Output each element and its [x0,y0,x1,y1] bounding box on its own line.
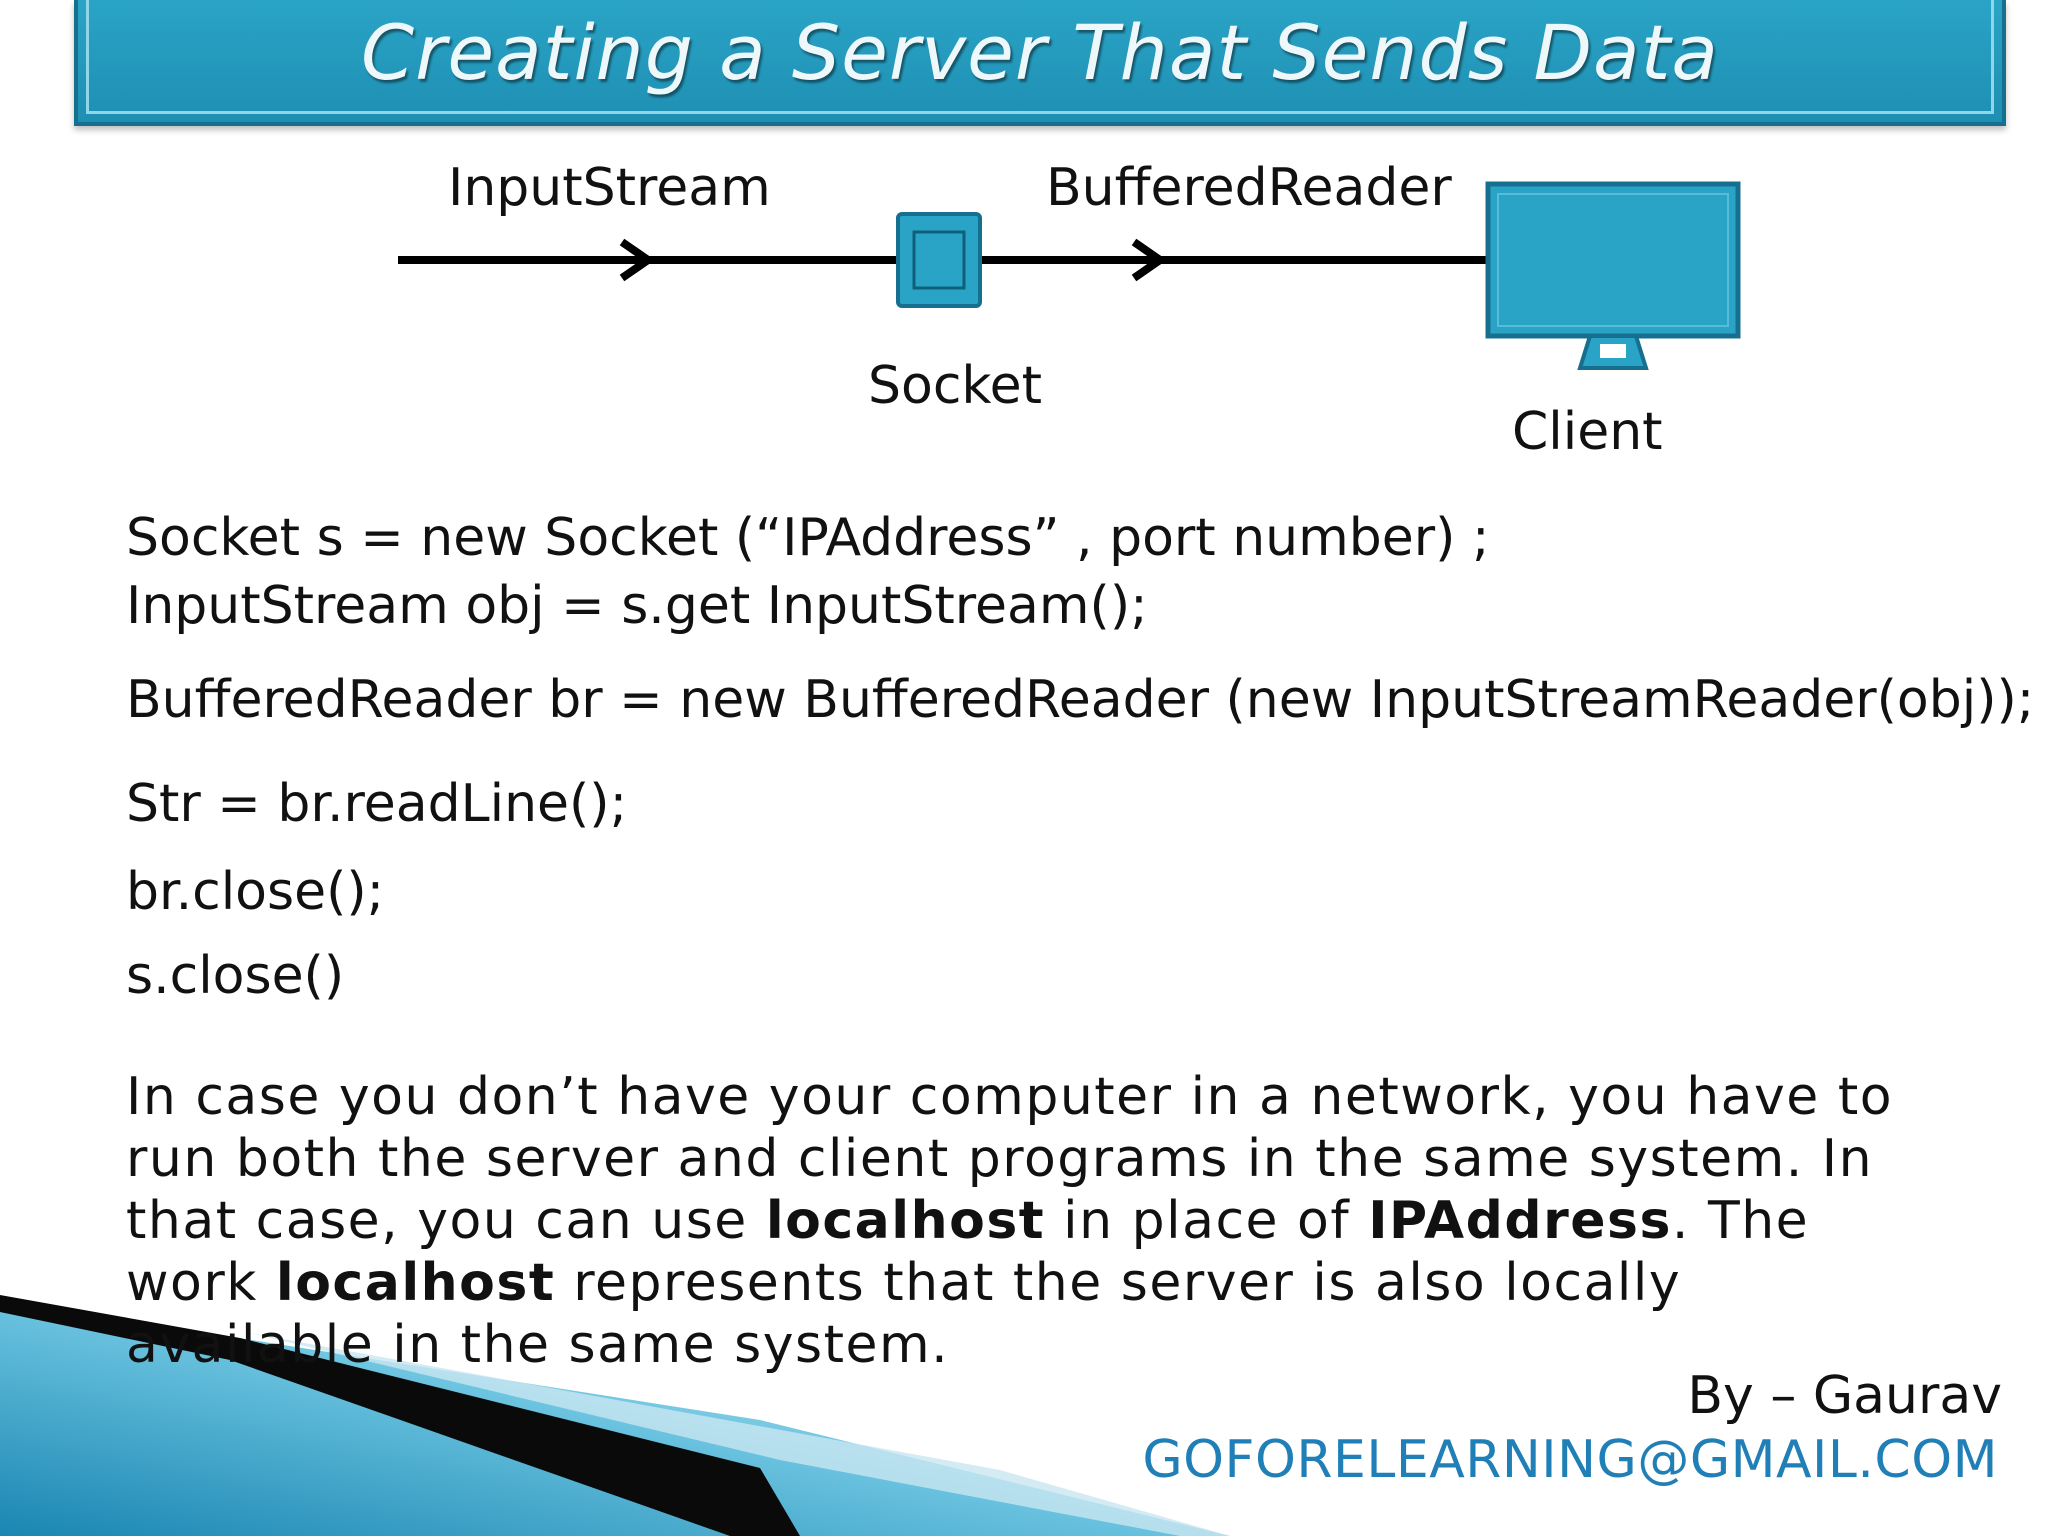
code-line-socket: Socket s = new Socket (“IPAddress” , por… [126,508,1490,568]
input-stream-arrowhead [619,238,656,282]
client-monitor-icon [1485,181,1741,370]
input-stream-label: InputStream [448,158,771,218]
author-credit: By – Gaurav [1687,1366,2002,1426]
decor-light-stripe [250,1333,1230,1536]
title-banner-inner-border [86,0,1994,114]
client-label: Client [1512,402,1663,462]
buffered-reader-label: BufferedReader [1046,158,1452,218]
explanation-paragraph: In case you don’t have your computer in … [126,1066,1926,1376]
buffered-reader-arrowhead [1131,238,1168,282]
contact-email: GOFORELEARNING@GMAIL.COM [1142,1430,1998,1490]
stream-diagram [398,181,1741,370]
paragraph-text: in place of [1045,1191,1369,1251]
code-line-readline: Str = br.readLine(); [126,774,628,834]
code-line-br-close: br.close(); [126,862,385,922]
title-banner: Creating a Server That Sends Data [74,0,2006,126]
paragraph-bold-localhost: localhost [275,1253,556,1313]
decor-dark-stripe [0,1295,800,1536]
code-line-bufferedreader: BufferedReader br = new BufferedReader (… [126,670,2035,730]
paragraph-bold-localhost: localhost [765,1191,1046,1251]
socket-icon [896,212,982,308]
paragraph-bold-ipaddress: IPAddress [1368,1191,1672,1251]
paragraph-text: represents that the server is also local… [126,1253,1682,1375]
code-line-s-close: s.close() [126,946,345,1006]
socket-label: Socket [868,356,1043,416]
slide-title: Creating a Server That Sends Data [361,8,1719,97]
paragraph-text: . The work [126,1191,1810,1313]
code-line-inputstream: InputStream obj = s.get InputStream(); [126,576,1148,636]
paragraph-text: In case you don’t have your computer in … [126,1067,1894,1251]
